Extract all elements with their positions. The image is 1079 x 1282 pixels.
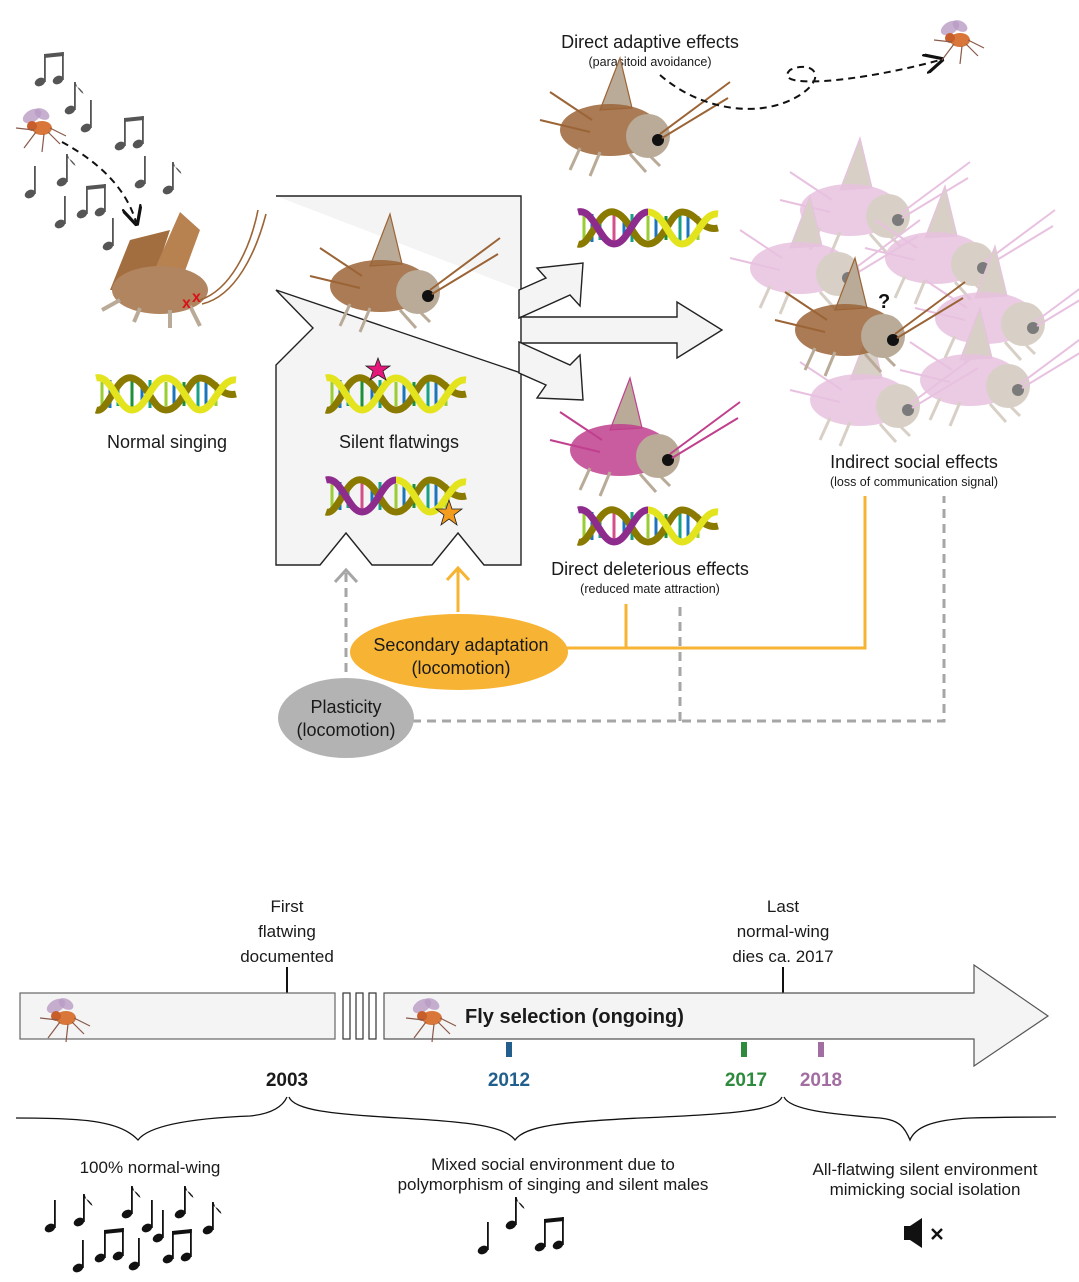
music-note-icon <box>161 162 182 196</box>
direct-deleterious-subtitle: (reduced mate attraction) <box>580 582 720 596</box>
timeline-arrow <box>383 963 1050 1068</box>
last-normal-wing-line1: Last <box>767 897 799 916</box>
direct-deleterious-title: Direct deleterious effects <box>551 559 749 579</box>
dna-helix-icon <box>578 510 718 543</box>
period-3-line1: All-flatwing silent environment <box>813 1160 1038 1179</box>
music-note-icon <box>33 52 65 88</box>
arrow-to-adaptive <box>518 262 584 320</box>
period-2-line2: polymorphism of singing and silent males <box>398 1175 709 1194</box>
social-cricket-group <box>728 136 1079 448</box>
period-3-line2: mimicking social isolation <box>830 1180 1021 1199</box>
dna-helix-icon <box>326 480 466 513</box>
plasticity-node: Plasticity (locomotion) <box>278 678 414 758</box>
brace-period-2 <box>288 1096 783 1142</box>
year-2017-label: 2017 <box>725 1070 767 1091</box>
brace-period-3 <box>783 1096 1057 1142</box>
first-flatwing-line2: flatwing <box>258 922 316 941</box>
music-notes-cloud <box>23 52 182 252</box>
dna-helix-icon <box>578 212 718 245</box>
question-mark: ? <box>878 291 890 313</box>
svg-text:x: x <box>192 289 201 306</box>
music-note-icon <box>63 82 84 116</box>
muted-speaker-icon <box>904 1218 943 1248</box>
secondary-adaptation-line1: Secondary adaptation <box>373 635 548 655</box>
plasticity-line1: Plasticity <box>310 697 381 717</box>
indirect-social-title: Indirect social effects <box>830 452 998 472</box>
music-note-icon <box>113 116 145 152</box>
dna-helix-icon <box>96 378 236 411</box>
brace-period-1 <box>15 1096 288 1142</box>
parasitoid-fly-icon <box>933 17 985 65</box>
direct-adaptive-title: Direct adaptive effects <box>561 32 739 52</box>
arrow-to-deleterious <box>518 340 584 401</box>
dna-helix-icon <box>326 378 466 411</box>
timeline-break <box>342 992 377 1040</box>
music-note-icon <box>23 166 37 200</box>
mutation-star-icon <box>434 498 464 527</box>
music-note-icon <box>101 218 115 252</box>
first-flatwing-line1: First <box>270 897 303 916</box>
svg-text:x: x <box>182 295 191 312</box>
few-music-notes-icon <box>476 1197 565 1256</box>
year-2018-label: 2018 <box>800 1070 842 1091</box>
year-2017-marker <box>741 1042 747 1057</box>
plasticity-connectors <box>344 496 946 723</box>
last-normal-wing-line3: dies ca. 2017 <box>732 947 833 966</box>
first-flatwing-line3: documented <box>240 947 334 966</box>
silent-flatwings-label: Silent flatwings <box>339 432 459 452</box>
mutation-star-icon <box>364 356 392 381</box>
year-2003-label: 2003 <box>266 1070 308 1091</box>
music-note-icon <box>53 196 67 230</box>
fly-evasion-path <box>659 60 940 110</box>
singing-cricket-icon: x x <box>101 209 267 328</box>
secondary-adaptation-node: Secondary adaptation (locomotion) <box>350 614 568 690</box>
arrow-to-social <box>520 300 724 360</box>
music-note-icon <box>133 156 147 190</box>
music-note-icon <box>79 100 93 134</box>
plasticity-arrowhead <box>333 567 359 584</box>
direct-adaptive-subtitle: (parasitoid avoidance) <box>589 55 712 69</box>
period-1-label: 100% normal-wing <box>80 1158 221 1177</box>
secondary-adaptation-connectors <box>445 496 867 650</box>
period-2-line1: Mixed social environment due to <box>431 1155 675 1174</box>
fly-attack-path <box>61 141 136 222</box>
year-2012-marker <box>506 1042 512 1057</box>
many-music-notes-icon <box>43 1186 222 1274</box>
normal-singing-label: Normal singing <box>107 432 227 452</box>
plasticity-line2: (locomotion) <box>296 720 395 740</box>
parasitoid-fly-icon <box>15 105 67 153</box>
indirect-social-subtitle: (loss of communication signal) <box>830 475 998 489</box>
last-normal-wing-line2: normal-wing <box>737 922 830 941</box>
year-2012-label: 2012 <box>488 1070 530 1091</box>
year-2018-marker <box>818 1042 824 1057</box>
secondary-adaptation-line2: (locomotion) <box>411 658 510 678</box>
adaptive-cricket-icon <box>538 56 732 178</box>
fly-selection-label: Fly selection (ongoing) <box>465 1006 684 1028</box>
music-note-icon <box>55 154 76 188</box>
music-note-icon <box>75 184 107 220</box>
